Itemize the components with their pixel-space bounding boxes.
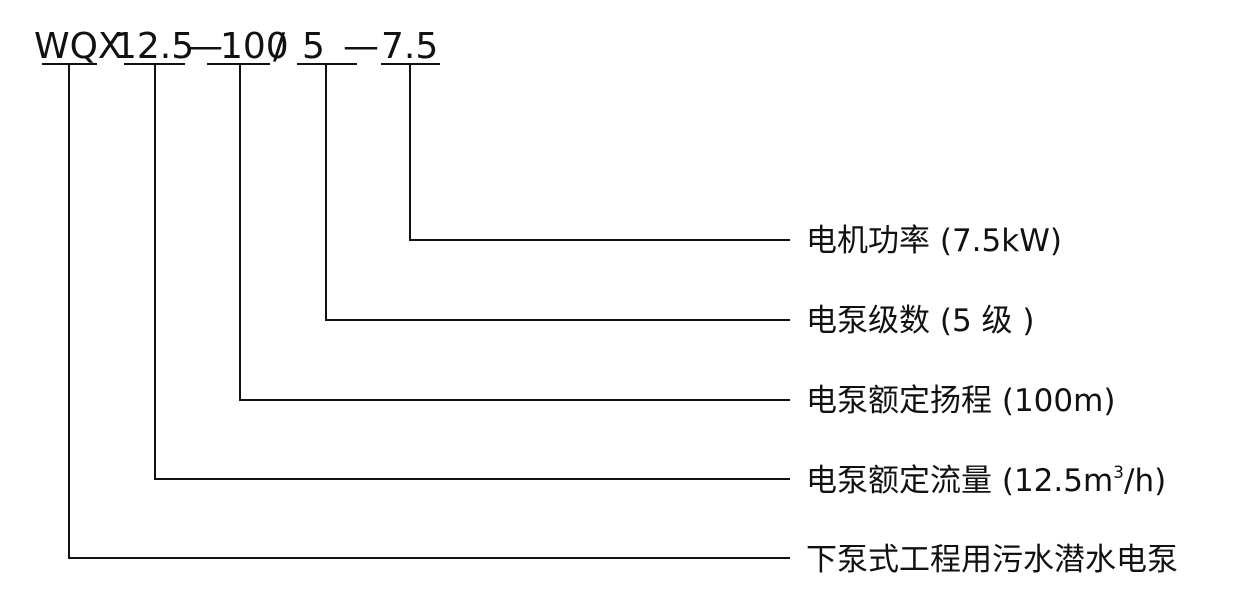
code-power: 7.5	[381, 26, 438, 67]
leader-flow	[154, 64, 790, 480]
label-pump-type: 下泵式工程用污水潜水电泵	[806, 542, 1178, 578]
leader-stages	[325, 64, 790, 321]
code-flow: 12.5	[114, 26, 194, 67]
label-flow-superscript: 3	[1113, 463, 1124, 483]
code-slash: /	[273, 26, 286, 67]
label-flow-end: /h)	[1124, 463, 1166, 499]
leader-type	[68, 64, 790, 559]
code-dash-1: —	[187, 26, 223, 67]
code-head: 100	[220, 26, 289, 67]
leader-power	[409, 64, 790, 241]
label-flow: 电泵额定流量 (12.5m3/h)	[806, 463, 1166, 499]
code-prefix: WQX	[34, 26, 123, 67]
label-head: 电泵额定扬程 (100m)	[806, 383, 1115, 419]
label-power: 电机功率 (7.5kW)	[806, 223, 1062, 259]
label-flow-main: 电泵额定流量 (12.5m	[806, 463, 1113, 499]
code-stages: 5	[302, 26, 325, 67]
label-stages: 电泵级数 (5 级 )	[806, 303, 1034, 339]
code-dash-2: —	[343, 26, 379, 67]
leader-head	[239, 64, 790, 401]
